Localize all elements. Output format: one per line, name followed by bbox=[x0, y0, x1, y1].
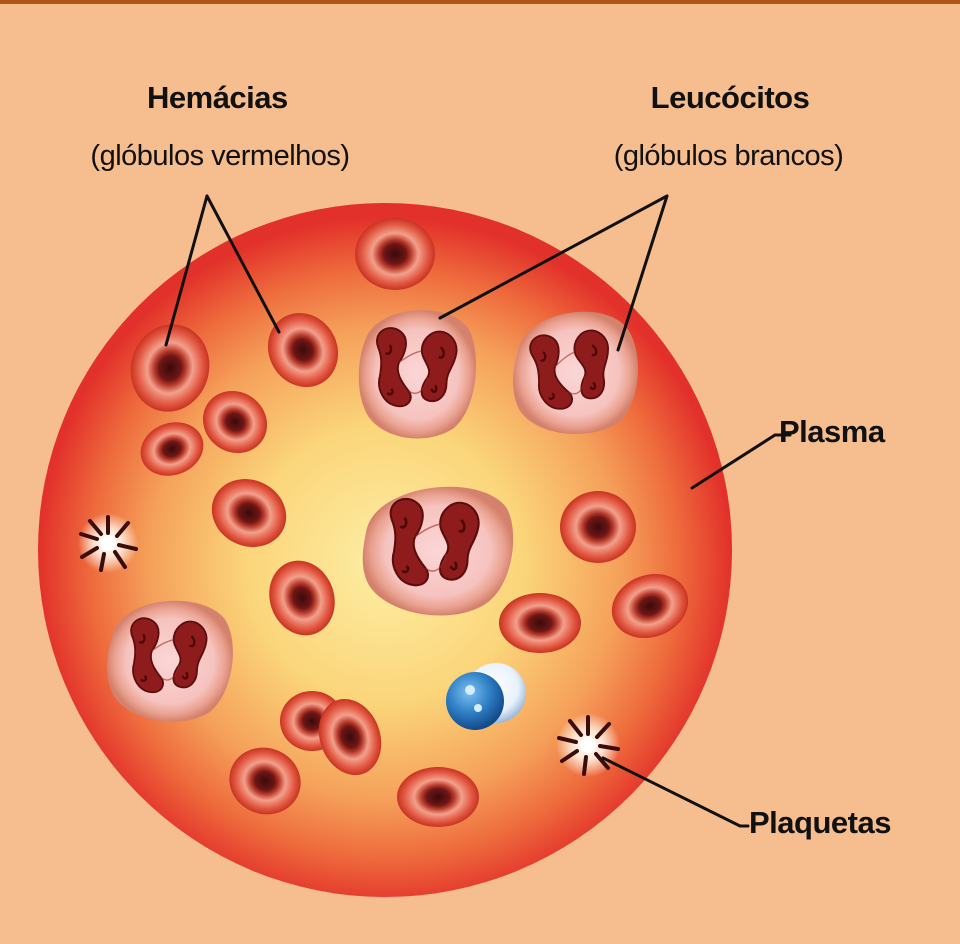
white-blood-cell bbox=[362, 486, 514, 616]
leucocitos-subtitle: (glóbulos brancos) bbox=[613, 140, 844, 172]
red-blood-cell bbox=[611, 573, 689, 639]
hemacias-leader-left bbox=[164, 194, 209, 347]
platelets bbox=[78, 513, 620, 777]
leucocitos-title: Leucócitos bbox=[650, 80, 810, 115]
red-blood-cells bbox=[130, 218, 689, 827]
red-blood-cell bbox=[397, 767, 479, 827]
red-blood-cell bbox=[499, 593, 581, 653]
white-blood-cells bbox=[107, 310, 638, 722]
red-blood-cell bbox=[318, 698, 382, 776]
red-blood-cell bbox=[211, 479, 287, 547]
white-blood-cell bbox=[513, 311, 638, 435]
hemacias-title: Hemácias bbox=[147, 80, 288, 115]
leucocitos-leader-right bbox=[616, 194, 669, 352]
platelet bbox=[78, 513, 138, 573]
hemacias-subtitle: (glóbulos vermelhos) bbox=[90, 140, 350, 172]
red-blood-cell bbox=[267, 312, 339, 388]
plasma-label: Plasma bbox=[779, 414, 885, 449]
plasma-leader bbox=[690, 433, 792, 490]
hemacias-leader-right bbox=[205, 194, 281, 334]
platelet bbox=[556, 713, 620, 777]
red-blood-cell bbox=[355, 218, 435, 290]
red-blood-cell bbox=[229, 747, 301, 815]
red-blood-cell bbox=[560, 491, 636, 563]
red-blood-cell bbox=[202, 390, 268, 454]
red-blood-cell bbox=[140, 422, 204, 476]
white-blood-cell bbox=[358, 310, 477, 439]
lymphocyte bbox=[446, 663, 526, 730]
plaquetas-leader bbox=[601, 756, 750, 828]
leader-lines bbox=[164, 194, 792, 828]
plaquetas-label: Plaquetas bbox=[749, 805, 891, 840]
red-blood-cell bbox=[269, 560, 335, 636]
leucocitos-leader-left bbox=[438, 194, 669, 320]
white-blood-cell bbox=[107, 600, 233, 722]
top-border bbox=[0, 0, 960, 4]
red-blood-cell bbox=[130, 324, 210, 412]
